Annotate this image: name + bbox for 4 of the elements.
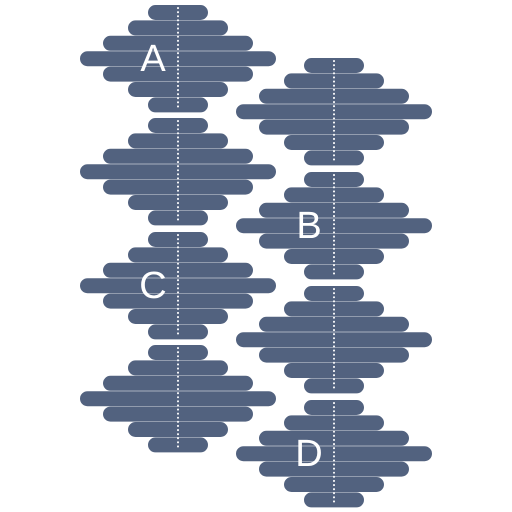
- shape-letter: D: [294, 435, 324, 473]
- shape-letter: A: [139, 40, 167, 78]
- shape-letter: C: [138, 267, 168, 305]
- shape-letter: B: [295, 207, 323, 245]
